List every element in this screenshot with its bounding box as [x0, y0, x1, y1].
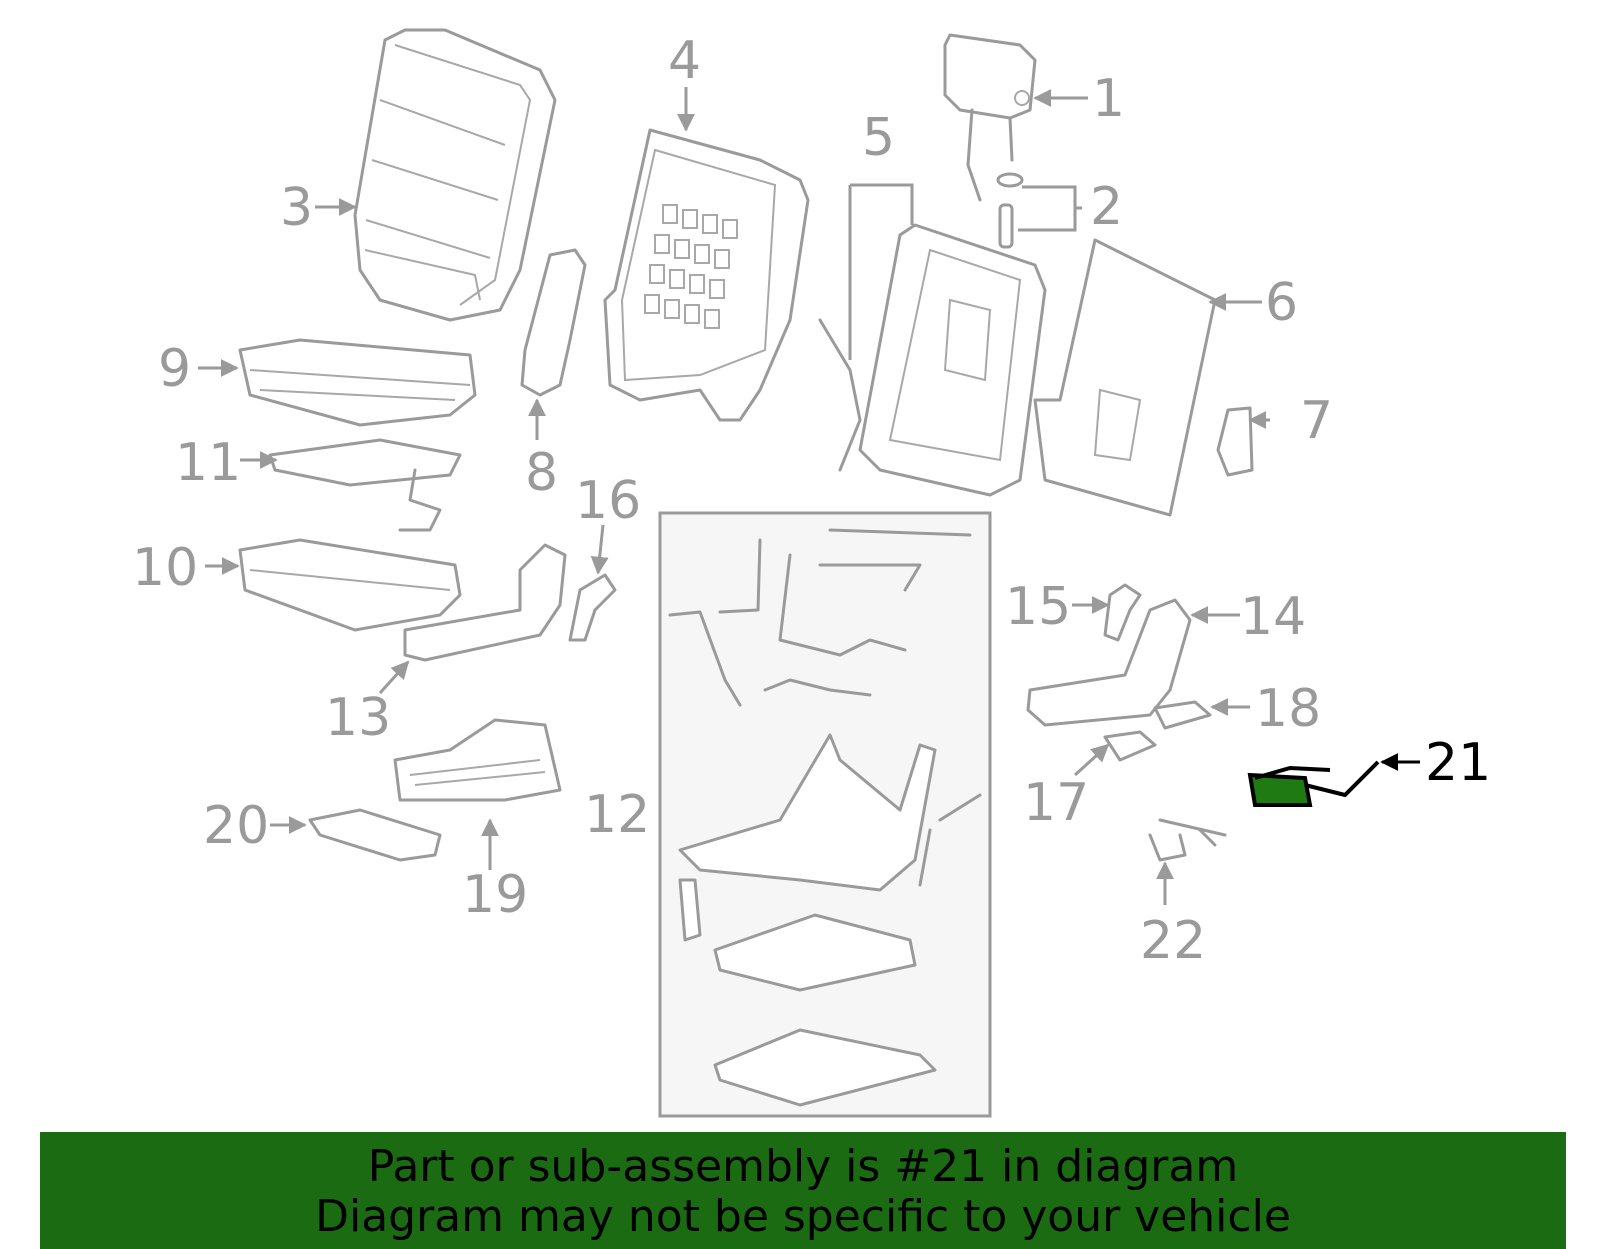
callout-10: 10 [132, 538, 198, 598]
callout-6: 6 [1265, 273, 1298, 333]
part-5-back-frame [818, 223, 1047, 497]
part-19-bracket [393, 718, 562, 802]
callout-16: 16 [575, 471, 641, 531]
part-10-cushion-pad [238, 538, 462, 632]
callout-12: 12 [584, 785, 650, 845]
callout-2: 2 [1090, 177, 1123, 237]
callout-20: 20 [203, 796, 269, 856]
subassembly-12-box [658, 511, 992, 1118]
part-15-clip [1103, 583, 1142, 642]
callout-21: 21 [1425, 733, 1491, 793]
banner-line-2: Diagram may not be specific to your vehi… [315, 1191, 1291, 1242]
callout-labels: 1 2 3 4 5 6 7 8 9 10 11 12 13 14 15 16 1… [132, 31, 1491, 971]
part-21-switch-assembly [1247, 760, 1380, 807]
part-3-seatback-cover [353, 28, 557, 322]
callout-18: 18 [1255, 679, 1321, 739]
callout-11: 11 [175, 433, 241, 493]
callout-13: 13 [325, 688, 391, 748]
part-16-trim [568, 573, 617, 642]
part-9-cushion-cover [238, 338, 477, 427]
callout-8: 8 [525, 443, 558, 503]
part-17-handle [1103, 730, 1157, 762]
part-4-seatback-frame [603, 128, 810, 422]
seat-parts-diagram: 1 2 3 4 5 6 7 8 9 10 11 12 13 14 15 16 1… [132, 28, 1491, 1118]
part-2-guides [996, 172, 1024, 249]
part-20-rail-trim [308, 808, 442, 862]
callout-4: 4 [668, 31, 701, 91]
info-banner: Part or sub-assembly is #21 in diagram D… [40, 1132, 1566, 1249]
part-1-headrest [943, 33, 1037, 202]
callout-1: 1 [1092, 69, 1125, 129]
callout-15: 15 [1005, 577, 1071, 637]
part-8-bolster [520, 248, 587, 397]
part-13-side-shield [403, 543, 567, 662]
callout-7: 7 [1300, 391, 1333, 451]
part-22-harness [1148, 818, 1227, 862]
callout-19: 19 [462, 865, 528, 925]
part-6-back-panel [1033, 238, 1217, 517]
banner-line-1: Part or sub-assembly is #21 in diagram [367, 1141, 1239, 1192]
callout-17: 17 [1023, 773, 1089, 833]
callout-9: 9 [158, 339, 191, 399]
callout-5: 5 [862, 108, 895, 168]
callout-14: 14 [1240, 587, 1306, 647]
part-18-handle [1153, 700, 1212, 730]
part-14-side-shield [1026, 598, 1192, 727]
callout-3: 3 [280, 178, 313, 238]
part-7-latch [1216, 406, 1254, 477]
part-11-heater-pad [268, 438, 462, 532]
callout-22: 22 [1140, 911, 1206, 971]
callout-arrows [198, 87, 1420, 905]
